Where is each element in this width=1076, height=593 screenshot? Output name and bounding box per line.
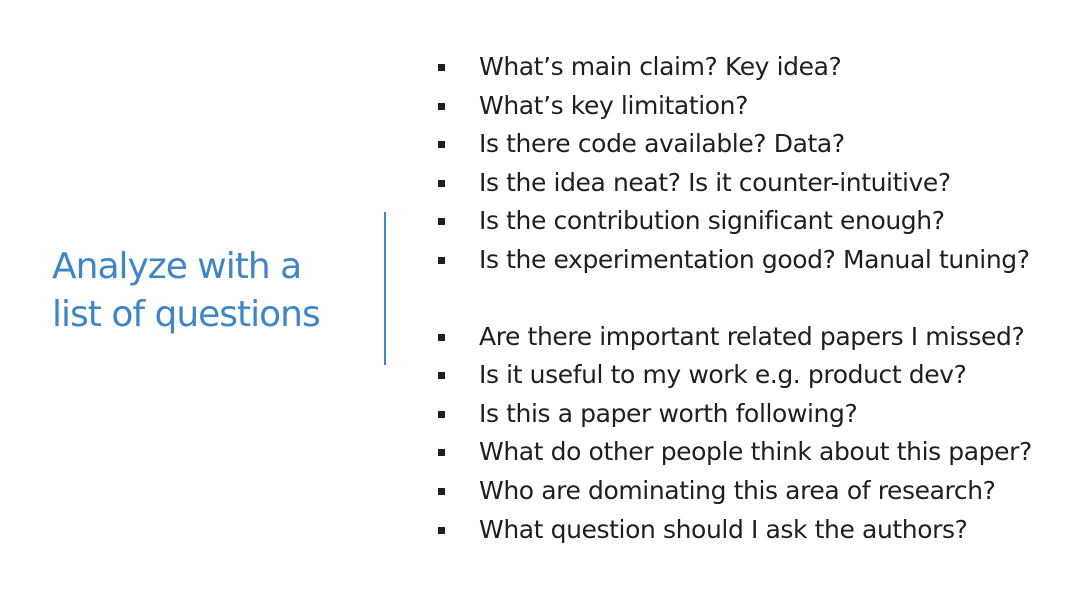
bullet-icon — [438, 526, 445, 534]
question-text: What’s main claim? Key idea? — [479, 52, 842, 81]
question-list: What’s main claim? Key idea? What’s key … — [438, 48, 1032, 549]
question-text: What do other people think about this pa… — [479, 437, 1032, 467]
bullet-icon — [438, 449, 445, 457]
bullet-icon — [438, 487, 445, 495]
question-text: Is the contribution significant enough? — [479, 206, 945, 236]
question-item: Is the contribution significant enough? — [438, 202, 1032, 241]
question-text: What question should I ask the authors? — [479, 514, 968, 544]
question-item: Are there important related papers I mis… — [438, 318, 1032, 357]
bullet-icon — [438, 179, 445, 187]
question-item: What’s key limitation? — [438, 87, 1032, 126]
question-group-2: Are there important related papers I mis… — [438, 318, 1032, 550]
vertical-divider — [384, 212, 386, 365]
bullet-icon — [438, 218, 445, 226]
question-item: What question should I ask the authors? — [438, 511, 1032, 550]
bullet-icon — [438, 410, 445, 418]
bullet-icon — [438, 256, 445, 264]
question-item: Is it useful to my work e.g. product dev… — [438, 356, 1032, 395]
slide-title: Analyze with a list of questions — [52, 243, 362, 339]
question-text: Who are dominating this area of research… — [479, 475, 996, 505]
question-item: Is the experimentation good? Manual tuni… — [438, 241, 1032, 280]
question-item: Is there code available? Data? — [438, 125, 1032, 164]
question-item: What do other people think about this pa… — [438, 433, 1032, 472]
bullet-icon — [438, 102, 445, 110]
question-text: What’s key limitation? — [479, 90, 748, 120]
question-item: Is the idea neat? Is it counter-intuitiv… — [438, 164, 1032, 203]
question-item: Is this a paper worth following? — [438, 395, 1032, 434]
slide-title-line-1: Analyze with a — [52, 246, 302, 287]
question-group-1: What’s main claim? Key idea? What’s key … — [438, 48, 1032, 280]
question-text: Is it useful to my work e.g. product dev… — [479, 360, 967, 390]
bullet-icon — [438, 333, 445, 341]
bullet-icon — [438, 372, 445, 380]
question-text: Is the idea neat? Is it counter-intuitiv… — [479, 167, 951, 197]
bullet-icon — [438, 64, 445, 71]
question-item: What’s main claim? Key idea? — [438, 48, 1032, 87]
question-text: Is the experimentation good? Manual tuni… — [479, 244, 1030, 274]
question-text: Are there important related papers I mis… — [479, 321, 1025, 351]
slide-title-line-2: list of questions — [52, 294, 321, 335]
question-text: Is this a paper worth following? — [479, 398, 858, 428]
question-text: Is there code available? Data? — [479, 129, 845, 159]
question-item: Who are dominating this area of research… — [438, 472, 1032, 511]
bullet-icon — [438, 141, 445, 149]
